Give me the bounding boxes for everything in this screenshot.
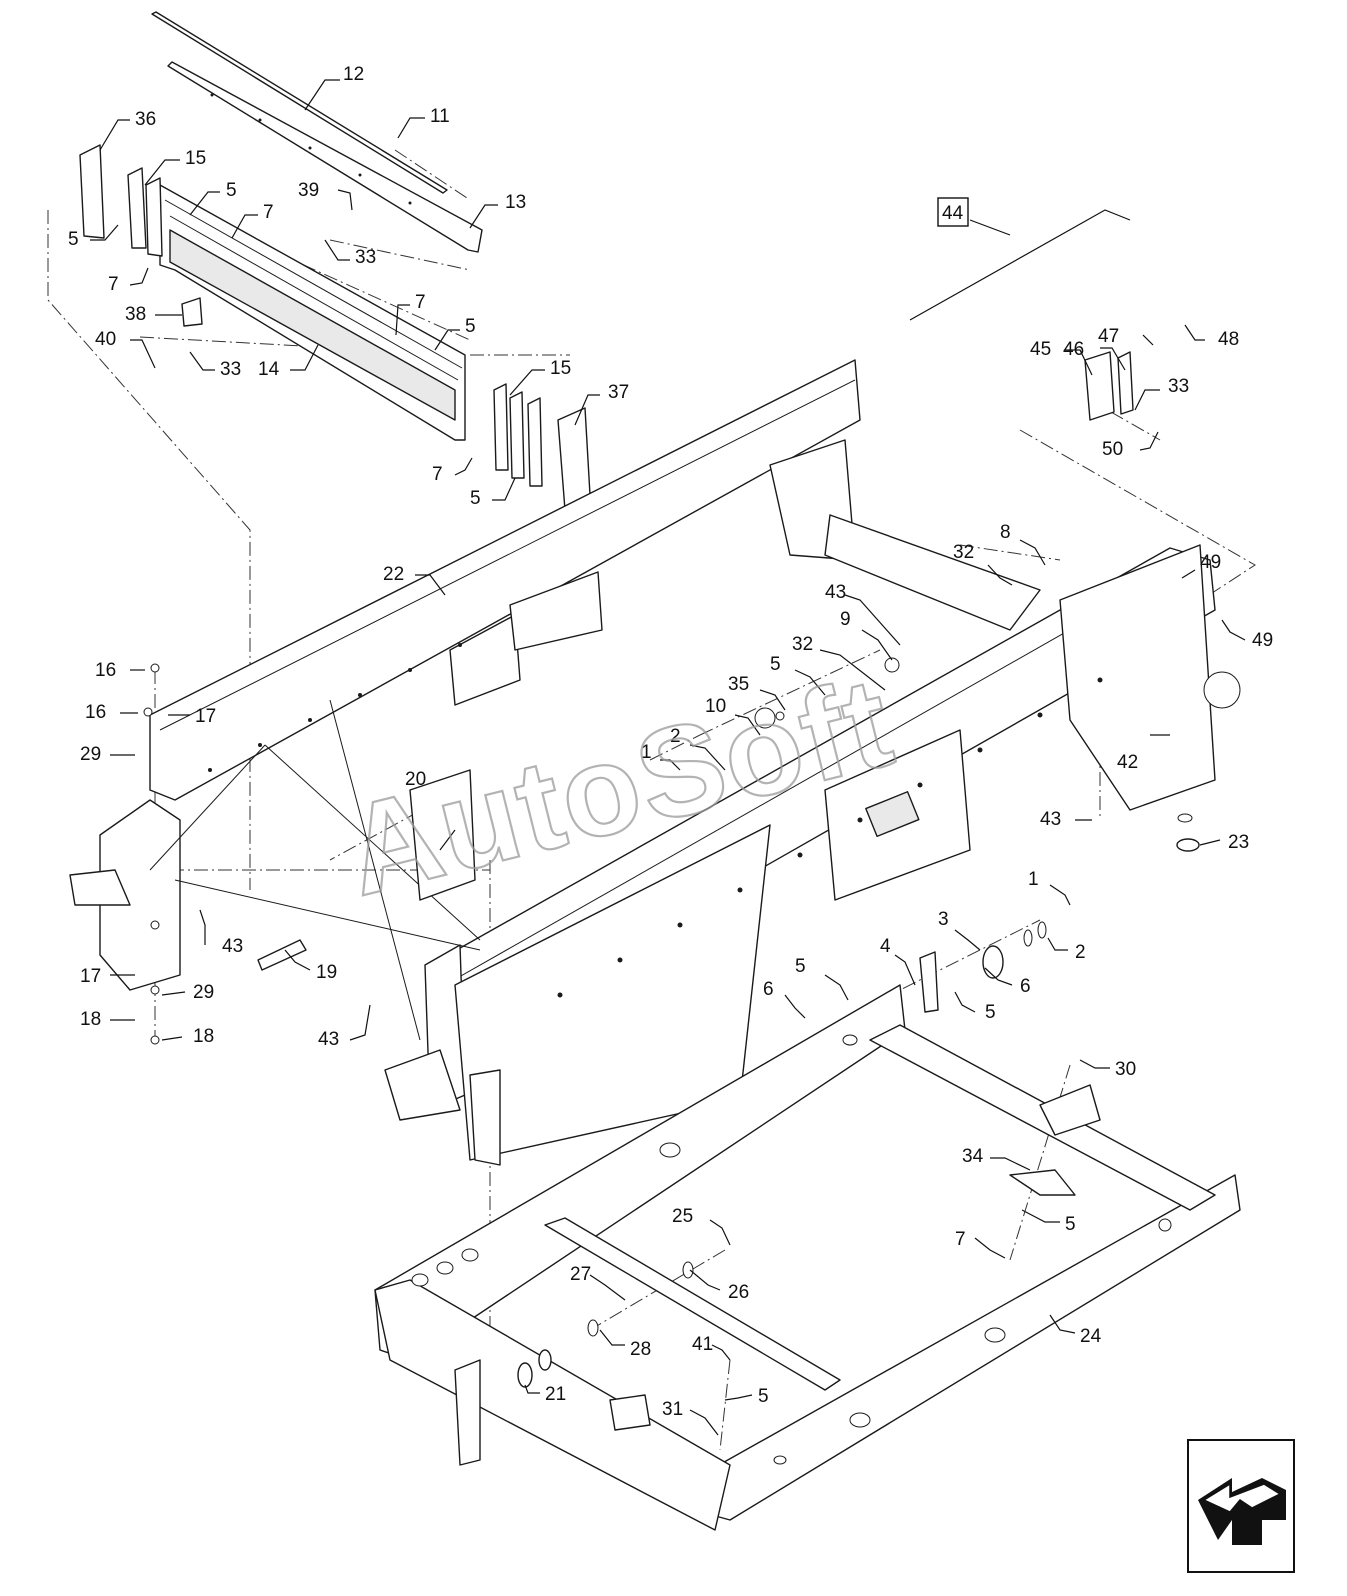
main-frame (69, 359, 1241, 1166)
leader-lines (90, 79, 1246, 1436)
callout-47: 47 (1098, 326, 1119, 347)
callout-46: 46 (1063, 339, 1084, 360)
callout-5: 5 (465, 316, 476, 337)
callout-44: 44 (942, 203, 964, 224)
callout-6: 6 (1020, 976, 1031, 997)
callout-42: 42 (1117, 752, 1138, 773)
callout-37: 37 (608, 382, 629, 403)
callout-14: 14 (258, 359, 280, 380)
callout-5: 5 (770, 654, 781, 675)
callout-7: 7 (432, 464, 443, 485)
callout-50: 50 (1102, 439, 1123, 460)
callout-5: 5 (226, 180, 237, 201)
callout-48: 48 (1218, 329, 1239, 350)
callout-36: 36 (135, 109, 156, 130)
callout-7: 7 (263, 202, 274, 223)
callout-2: 2 (1075, 942, 1086, 963)
callout-6: 6 (763, 979, 774, 1000)
callout-35: 35 (728, 674, 749, 695)
callout-21: 21 (545, 1384, 566, 1405)
callout-18: 18 (80, 1009, 101, 1030)
upper-shield-assembly (159, 184, 466, 441)
kit-44-box (937, 197, 969, 227)
callout-13: 13 (505, 192, 526, 213)
callout-16: 16 (95, 660, 116, 681)
callout-41: 41 (692, 1334, 713, 1355)
callout-34: 34 (962, 1146, 984, 1167)
callout-39: 39 (298, 180, 319, 201)
callout-5: 5 (1065, 1214, 1076, 1235)
callout-43: 43 (222, 936, 243, 957)
callout-32: 32 (953, 542, 974, 563)
callout-49: 49 (1200, 552, 1221, 573)
callout-22: 22 (383, 564, 404, 585)
callout-25: 25 (672, 1206, 693, 1227)
callout-33: 33 (220, 359, 241, 380)
callout-27: 27 (570, 1264, 591, 1285)
callout-45: 45 (1030, 339, 1051, 360)
callout-5: 5 (470, 488, 481, 509)
callout-31: 31 (662, 1399, 683, 1420)
callout-17: 17 (80, 966, 101, 987)
callout-29: 29 (193, 982, 214, 1003)
wear-strip (151, 11, 448, 194)
callout-40: 40 (95, 329, 116, 350)
callout-23: 23 (1228, 832, 1249, 853)
bracket-38 (181, 297, 203, 327)
callout-4: 4 (880, 936, 891, 957)
callout-7: 7 (955, 1229, 966, 1250)
callout-7: 7 (415, 292, 426, 313)
callout-26: 26 (728, 1282, 749, 1303)
callout-7: 7 (108, 274, 119, 295)
callout-43: 43 (1040, 809, 1061, 830)
callout-2: 2 (670, 726, 681, 747)
callout-20: 20 (405, 769, 426, 790)
callout-43: 43 (825, 582, 846, 603)
left-end-plates (79, 144, 163, 257)
right-end-plates (493, 383, 591, 511)
callout-1: 1 (641, 742, 652, 763)
callout-5: 5 (758, 1386, 769, 1407)
callout-19: 19 (316, 962, 337, 983)
callout-3: 3 (938, 909, 949, 930)
callout-49: 49 (1252, 630, 1273, 651)
callout-15: 15 (550, 358, 571, 379)
callout-15: 15 (185, 148, 206, 169)
callout-5: 5 (795, 956, 806, 977)
top-cover-plate (167, 61, 483, 253)
callout-33: 33 (1168, 376, 1189, 397)
callout-29: 29 (80, 744, 101, 765)
kit-brackets (1084, 351, 1134, 421)
callout-5: 5 (985, 1002, 996, 1023)
callout-10: 10 (705, 696, 726, 717)
callout-30: 30 (1115, 1059, 1136, 1080)
kit-44-leader (909, 209, 1131, 321)
callout-32: 32 (792, 634, 813, 655)
callout-8: 8 (1000, 522, 1011, 543)
hardware (143, 657, 1200, 1045)
lower-sub-frame (374, 984, 1241, 1531)
callout-1: 1 (1028, 869, 1039, 890)
callout-38: 38 (125, 304, 146, 325)
view-direction-arrow-icon (1187, 1439, 1295, 1573)
callout-5: 5 (68, 229, 79, 250)
callout-33: 33 (355, 247, 376, 268)
callout-24: 24 (1080, 1326, 1102, 1347)
callout-11: 11 (430, 106, 450, 127)
callout-43: 43 (318, 1029, 339, 1050)
callout-28: 28 (630, 1339, 651, 1360)
callout-16: 16 (85, 702, 106, 723)
callout-9: 9 (840, 609, 851, 630)
callout-17: 17 (195, 706, 216, 727)
callout-18: 18 (193, 1026, 214, 1047)
callout-12: 12 (343, 64, 364, 85)
callout-labels: 12 11 13 36 15 5 7 39 33 5 7 38 40 33 14… (68, 64, 1273, 1420)
